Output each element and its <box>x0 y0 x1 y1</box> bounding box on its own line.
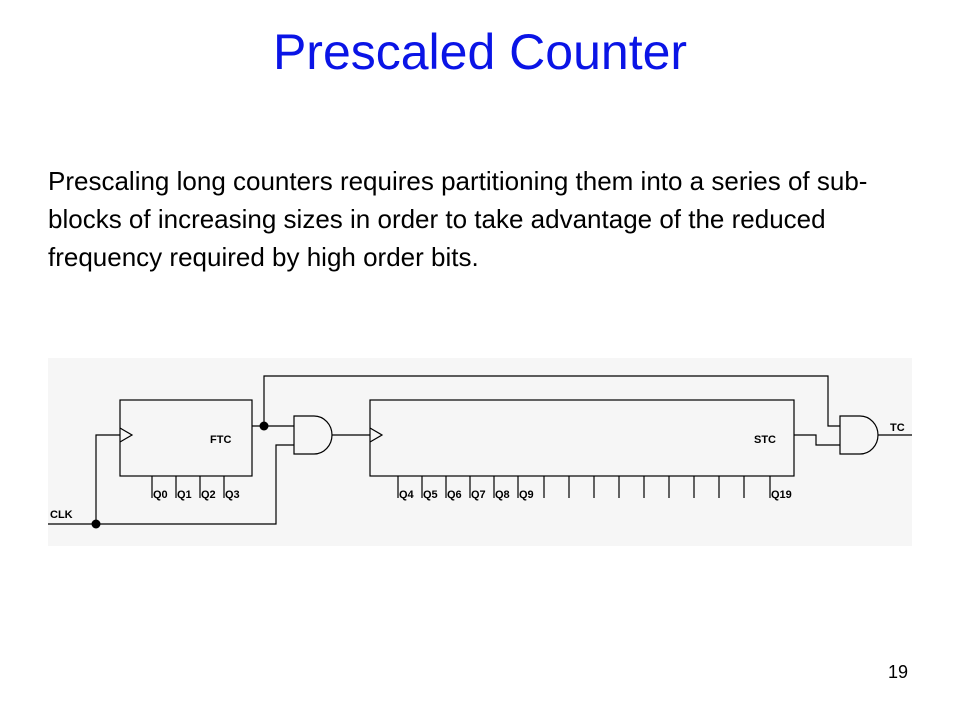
slide-title: Prescaled Counter <box>272 24 688 80</box>
stc-output-leads <box>397 476 771 498</box>
clk-junction-dot <box>91 519 101 529</box>
ftc-output-leads <box>151 476 225 498</box>
and-gate-1 <box>293 415 333 455</box>
diagram-background <box>48 358 912 546</box>
q3-label: Q3 <box>225 489 240 501</box>
stc-counter-block <box>369 399 795 477</box>
q0-label: Q0 <box>153 489 168 501</box>
page-number: 19 <box>887 662 908 682</box>
stc-clock-input-marker <box>369 427 384 443</box>
clk-to-ftc-wire <box>95 434 120 524</box>
ftc-label: FTC <box>210 434 231 446</box>
ftc-clock-input-marker <box>119 427 134 443</box>
q5-label: Q5 <box>423 489 438 501</box>
clk-to-gate1-wire <box>96 444 294 525</box>
slide-body-text: Prescaling long counters requires partit… <box>48 166 868 272</box>
stc-label: STC <box>754 434 776 446</box>
clk-label: CLK <box>50 509 73 521</box>
q1-label: Q1 <box>177 489 192 501</box>
circuit-schematic: FTC STC TC CLK Q0 Q1 Q2 Q3 <box>48 358 912 546</box>
q8-label: Q8 <box>495 489 510 501</box>
ftc-counter-block <box>119 399 253 477</box>
stc-to-gate2-wire <box>794 434 840 446</box>
tc-label: TC <box>890 422 905 434</box>
q2-label: Q2 <box>201 489 216 501</box>
ftc-to-gate2-feedback-wire <box>263 375 840 427</box>
q7-label: Q7 <box>471 489 486 501</box>
and-gate-2 <box>839 415 879 455</box>
q19-label: Q19 <box>771 489 792 501</box>
prescaled-counter-diagram: FTC STC TC CLK Q0 Q1 Q2 Q3 <box>48 358 912 546</box>
q4-label: Q4 <box>399 489 415 501</box>
q9-label: Q9 <box>519 489 534 501</box>
q6-label: Q6 <box>447 489 462 501</box>
ftc-junction-dot <box>259 421 269 431</box>
